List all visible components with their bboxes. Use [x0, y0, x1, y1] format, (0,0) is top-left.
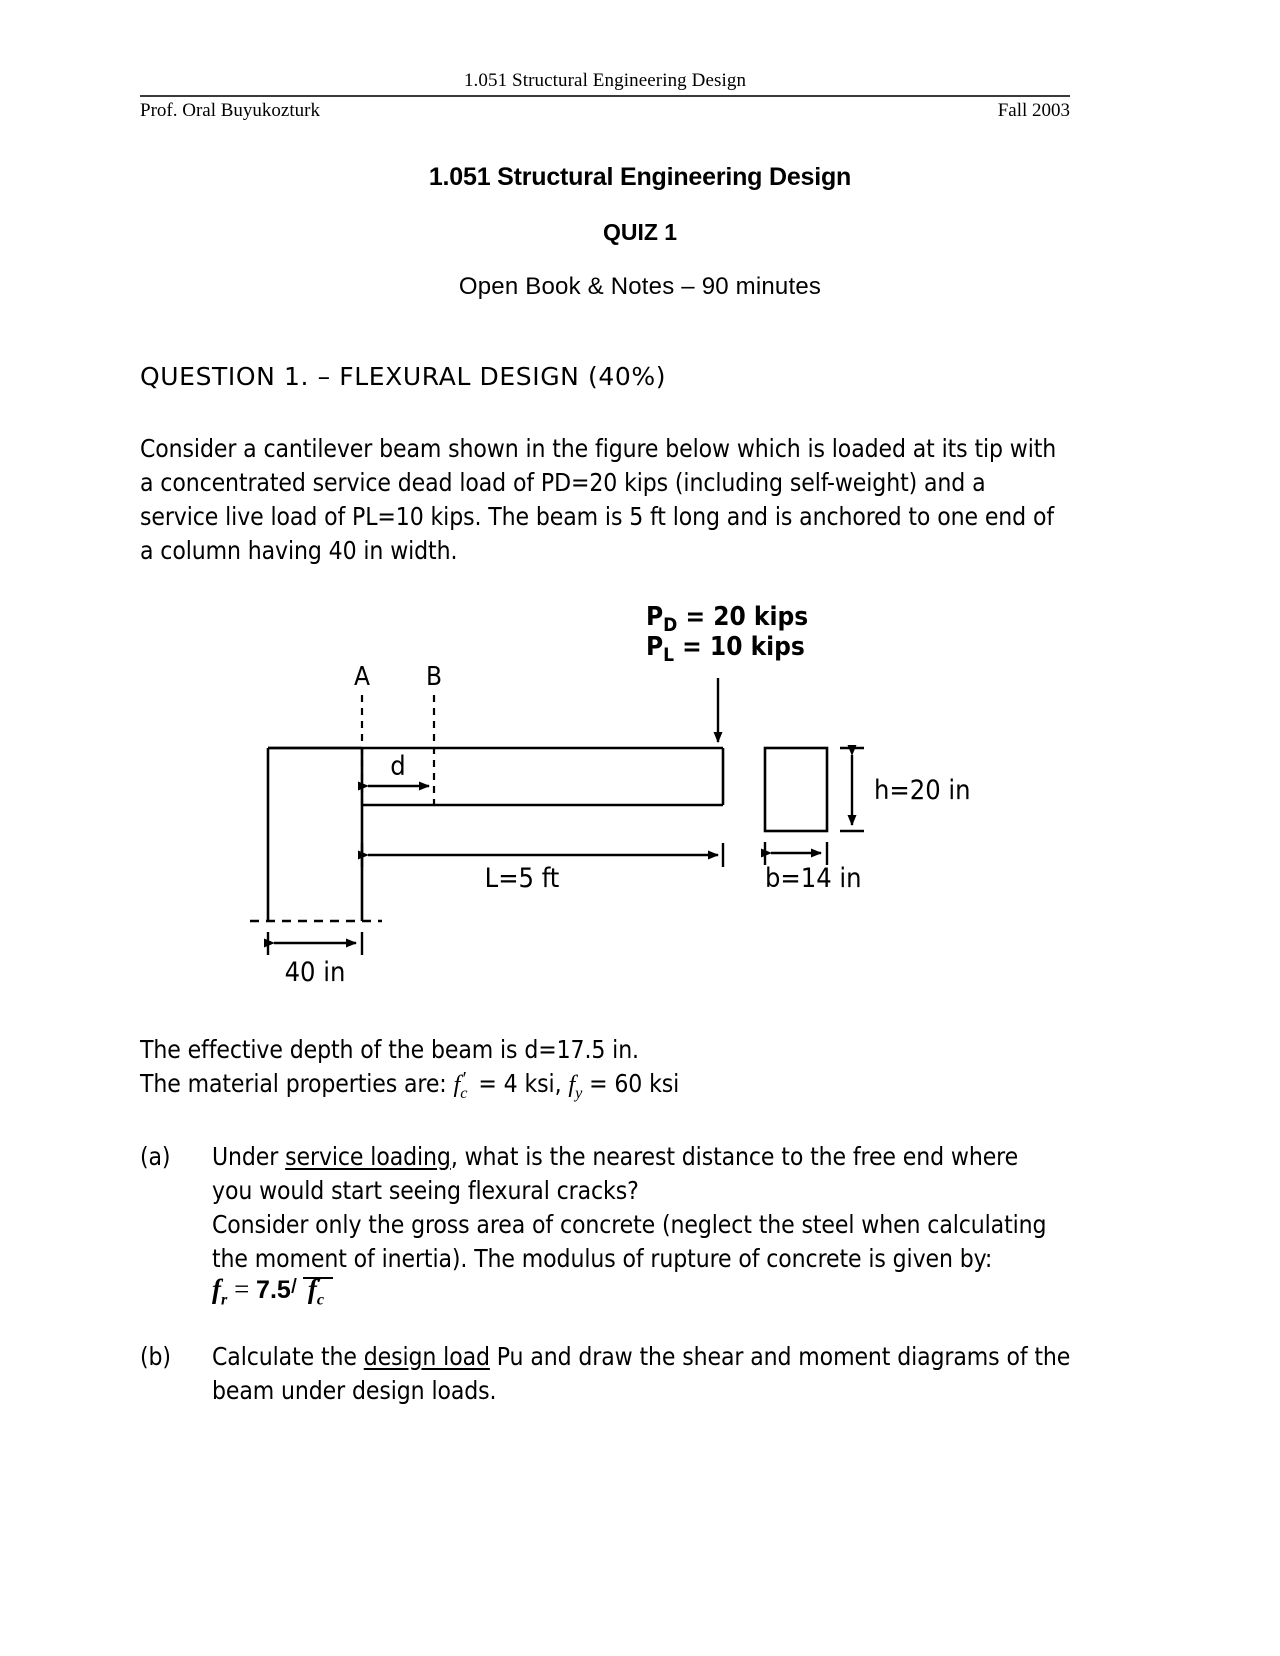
load-pl-value: = 10 kips	[674, 632, 805, 662]
part-a-line-1: Under service loading, what is the neare…	[212, 1140, 1080, 1174]
part-a-label: (a)	[140, 1142, 171, 1171]
service-loading-emphasis: service loading	[285, 1142, 451, 1171]
part-a-line-4: the moment of inertia). The modulus of r…	[212, 1244, 993, 1273]
intro-line: a column having 40 in width.	[140, 536, 458, 565]
section-label-b: B	[426, 662, 442, 692]
quiz-subtitle: QUIZ 1	[602, 219, 678, 245]
dimension-L-label: L=5 ft	[485, 863, 560, 894]
fc-symbol: fc′	[453, 1069, 468, 1102]
question-part-b: (b) Calculate the design load Pu and dra…	[140, 1340, 1080, 1408]
material-prefix: The material properties are:	[140, 1069, 454, 1098]
cantilever-beam-figure: A B d L=5 ft 40 in	[140, 585, 1080, 1015]
formula-radicand-prime: ′	[317, 1274, 322, 1293]
intro-line: a concentrated service dead load of PD=2…	[140, 468, 986, 497]
load-pd-value: = 20 kips	[677, 602, 808, 632]
professor-name: Prof. Oral Buyukozturk	[140, 100, 320, 121]
intro-line: Consider a cantilever beam shown in the …	[140, 434, 1057, 463]
dimension-d-label: d	[390, 751, 405, 782]
design-load-emphasis: design load	[363, 1342, 490, 1371]
formula-fr-subscript: r	[221, 1290, 228, 1309]
dimension-L: L=5 ft	[358, 843, 725, 894]
question-heading: QUESTION 1. – FLEXURAL DESIGN (40%)	[140, 362, 667, 391]
part-a-body: Under service loading, what is the neare…	[212, 1140, 1080, 1276]
load-pd-subscript: D	[663, 614, 677, 636]
part-b-body: Calculate the design load Pu and draw th…	[212, 1340, 1080, 1408]
dimension-h: h=20 in	[840, 745, 971, 833]
beam-properties: The effective depth of the beam is d=17.…	[140, 1033, 1080, 1111]
part-b-line-1-pre: Calculate the	[212, 1342, 364, 1371]
section-label-a: A	[354, 662, 370, 692]
load-pd-symbol: P	[646, 602, 663, 632]
formula-radicand-subscript: c	[316, 1290, 324, 1309]
load-label-pl: PL = 10 kips	[646, 632, 805, 666]
square-root-icon: fc′	[291, 1272, 333, 1309]
part-b-line-2: beam under design loads.	[212, 1376, 497, 1405]
quiz-instructions-note: Open Book & Notes – 90 minutes	[458, 273, 822, 300]
load-pl-subscript: L	[663, 644, 674, 666]
fy-value: = 60 ksi	[582, 1069, 680, 1098]
fy-symbol: fy	[568, 1071, 583, 1102]
column-outline	[266, 746, 364, 921]
beam-outline	[268, 746, 725, 807]
svg-text:PL = 10 kips: PL = 10 kips	[646, 632, 805, 666]
page-title: 1.051 Structural Engineering Design	[428, 163, 852, 191]
term-label: Fall 2003	[997, 100, 1070, 121]
dimension-d: d	[358, 751, 430, 791]
formula-fr-symbol: f	[212, 1274, 221, 1304]
running-header-row: Prof. Oral Buyukozturk Fall 2003	[140, 97, 1070, 123]
effective-depth-line: The effective depth of the beam is d=17.…	[140, 1035, 639, 1064]
header-divider	[140, 95, 1070, 97]
material-properties-line: The material properties are: fc′ = 4 ksi…	[140, 1067, 1080, 1111]
svg-text:PD = 20 kips: PD = 20 kips	[646, 602, 808, 636]
part-b-line-1-post: Pu and draw the shear and moment diagram…	[489, 1342, 1071, 1371]
question-intro: Consider a cantilever beam shown in the …	[140, 432, 1080, 568]
part-a-line-3: Consider only the gross area of concrete…	[212, 1210, 1047, 1239]
part-b-label: (b)	[140, 1342, 171, 1371]
question-part-a: (a) Under service loading, what is the n…	[140, 1140, 1080, 1276]
dimension-b: b=14 in	[761, 842, 862, 894]
dimension-h-label: h=20 in	[874, 775, 971, 806]
formula-radicand-symbol: f	[307, 1274, 317, 1304]
formula-coefficient: 7.5	[256, 1276, 291, 1304]
part-a-line-1-pre: Under	[212, 1142, 286, 1171]
dimension-b-label: b=14 in	[765, 863, 862, 894]
running-header-course: 1.051 Structural Engineering Design	[463, 70, 747, 91]
load-label-pd: PD = 20 kips	[646, 602, 808, 636]
dimension-column-width-label: 40 in	[285, 957, 346, 988]
intro-line: service live load of PL=10 kips. The bea…	[140, 502, 1054, 531]
cross-section-outline	[763, 746, 829, 833]
dimension-column-width: 40 in	[264, 932, 364, 988]
formula-equals: =	[227, 1274, 257, 1304]
part-b-line-1: Calculate the design load Pu and draw th…	[212, 1340, 1080, 1374]
load-pl-symbol: P	[646, 632, 663, 662]
part-a-line-2: you would start seeing flexural cracks?	[212, 1176, 639, 1205]
running-header: 1.051 Structural Engineering Design Prof…	[140, 70, 1070, 123]
fc-value: = 4 ksi,	[471, 1069, 569, 1098]
part-a-line-1-post: , what is the nearest distance to the fr…	[450, 1142, 1019, 1171]
